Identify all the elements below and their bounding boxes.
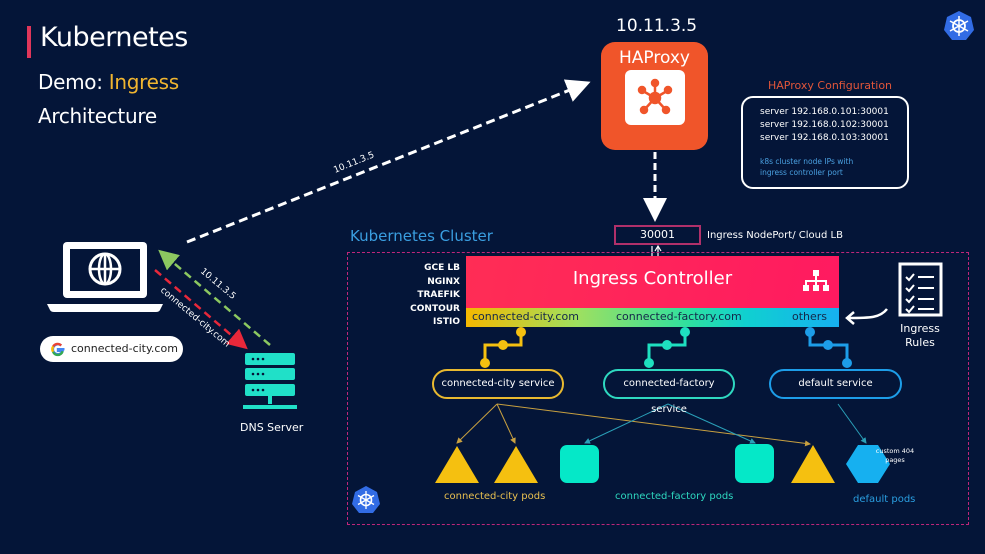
label-client-haproxy-ip: 10.11.3.5 <box>332 150 376 175</box>
custom-404-line2: pages <box>885 456 905 464</box>
kubernetes-logo-icon <box>944 11 974 40</box>
arrow-dns-request <box>154 269 248 350</box>
subtitle: Demo: Ingress <box>38 70 179 94</box>
connector-default <box>805 327 852 368</box>
browser-search-bar[interactable]: connected-city.com <box>40 336 183 362</box>
config-note: ingress controller port <box>760 168 843 177</box>
service-connected-factory: connected-factory service <box>603 369 735 415</box>
ingress-controller: Ingress Controller <box>466 256 839 308</box>
subtitle-prefix: Demo: <box>38 70 109 94</box>
dns-server-icon <box>243 353 297 409</box>
controller-type: ISTIO <box>433 317 460 327</box>
service-to-pod-lines <box>456 403 867 447</box>
controller-type: GCE LB <box>424 263 460 273</box>
search-text: connected-city.com <box>71 342 178 355</box>
haproxy-ip: 10.11.3.5 <box>616 16 698 36</box>
controller-types-list: GCE LB NGINX TRAEFIK CONTOUR ISTIO <box>395 262 460 330</box>
google-icon <box>51 342 65 357</box>
controller-type: CONTOUR <box>410 303 460 314</box>
subtitle-line2: Architecture <box>38 104 157 128</box>
connector-factory <box>644 327 690 368</box>
ingress-rules-label: Ingress Rules <box>896 322 944 350</box>
route-others: others <box>792 310 828 323</box>
arrow-rules-to-ingress <box>845 308 888 325</box>
haproxy-label: HAProxy <box>619 48 690 68</box>
subtitle-accent: Ingress <box>108 70 179 94</box>
ingress-controller-label: Ingress Controller <box>572 268 733 289</box>
arrow-dns-response <box>158 249 271 346</box>
kubernetes-cluster-boundary <box>347 252 969 525</box>
controller-type: NGINX <box>427 276 460 287</box>
hub-icon <box>625 70 685 125</box>
config-server-line: server 192.168.0.102:30001 <box>760 120 889 130</box>
ingress-rules-line1: Ingress <box>900 322 940 335</box>
city-pod <box>435 446 479 483</box>
connector-city <box>480 327 526 368</box>
label-dns-response-ip: 10.11.3.5 <box>198 267 237 302</box>
cluster-title: Kubernetes Cluster <box>350 227 493 245</box>
custom-404-label: custom 404 pages <box>875 447 915 465</box>
custom-404-line1: custom 404 <box>875 447 915 455</box>
factory-pod <box>735 444 774 483</box>
route-city: connected-city.com <box>472 310 579 323</box>
service-default: default service <box>769 369 902 399</box>
haproxy-node: HAProxy <box>601 42 708 150</box>
dns-server-label: DNS Server <box>240 421 304 434</box>
kubernetes-logo-icon <box>352 486 380 513</box>
factory-pods-label: connected-factory pods <box>615 491 734 502</box>
page-title: Kubernetes <box>40 22 188 53</box>
title-accent-bar <box>27 26 31 58</box>
city-pods-label: connected-city pods <box>444 491 546 502</box>
nodeport-box: 30001 <box>614 225 701 245</box>
ingress-rules-line2: Rules <box>905 336 935 349</box>
controller-type: TRAEFIK <box>417 290 460 300</box>
haproxy-config-title: HAProxy Configuration <box>768 79 893 92</box>
city-pod <box>791 445 835 483</box>
config-server-line: server 192.168.0.103:30001 <box>760 133 889 143</box>
config-note: k8s cluster node IPs with <box>760 157 854 166</box>
default-pods-label: default pods <box>853 494 916 505</box>
route-factory: connected-factory.com <box>616 310 742 323</box>
laptop-icon <box>47 242 163 312</box>
city-pod <box>494 446 538 483</box>
checklist-icon <box>898 262 943 317</box>
routes-band: connected-city.com connected-factory.com… <box>466 308 839 327</box>
config-server-line: server 192.168.0.101:30001 <box>760 107 889 117</box>
haproxy-config-box: server 192.168.0.101:30001 server 192.16… <box>741 96 909 189</box>
hierarchy-icon <box>803 270 829 291</box>
service-connected-city: connected-city service <box>432 369 564 399</box>
factory-pod <box>560 445 599 483</box>
arrow-client-to-haproxy <box>186 79 591 244</box>
nodeport-label: Ingress NodePort/ Cloud LB <box>707 230 843 241</box>
default-pod <box>846 445 890 483</box>
